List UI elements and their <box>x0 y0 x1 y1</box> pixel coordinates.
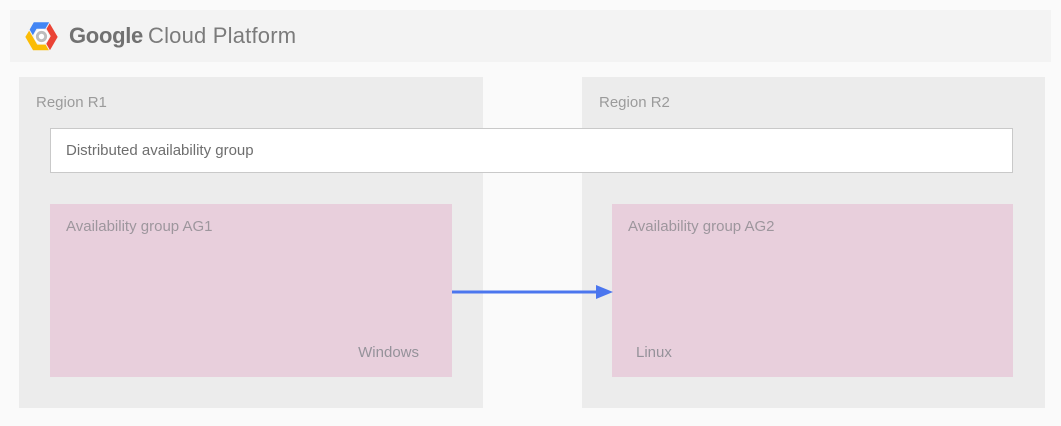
distributed-availability-group-box: Distributed availability group <box>50 128 1013 173</box>
availability-group-ag2-label: Availability group AG2 <box>628 218 775 235</box>
distributed-availability-group-label: Distributed availability group <box>66 142 254 159</box>
region-r2-label: Region R2 <box>599 94 670 111</box>
brand-google: Google <box>69 23 143 48</box>
replication-arrow-icon <box>452 285 613 299</box>
brand-cloud-platform: Cloud Platform <box>147 23 297 48</box>
availability-group-ag1-box: Availability group AG1 Windows <box>50 204 452 377</box>
availability-group-ag1-label: Availability group AG1 <box>66 218 213 235</box>
ag1-os-windows-label: Windows <box>358 344 419 361</box>
region-r1-label: Region R1 <box>36 94 107 111</box>
availability-group-ag2-box: Availability group AG2 Linux <box>612 204 1013 377</box>
ag2-os-linux-label: Linux <box>636 344 672 361</box>
gcp-logo-icon <box>24 20 59 54</box>
